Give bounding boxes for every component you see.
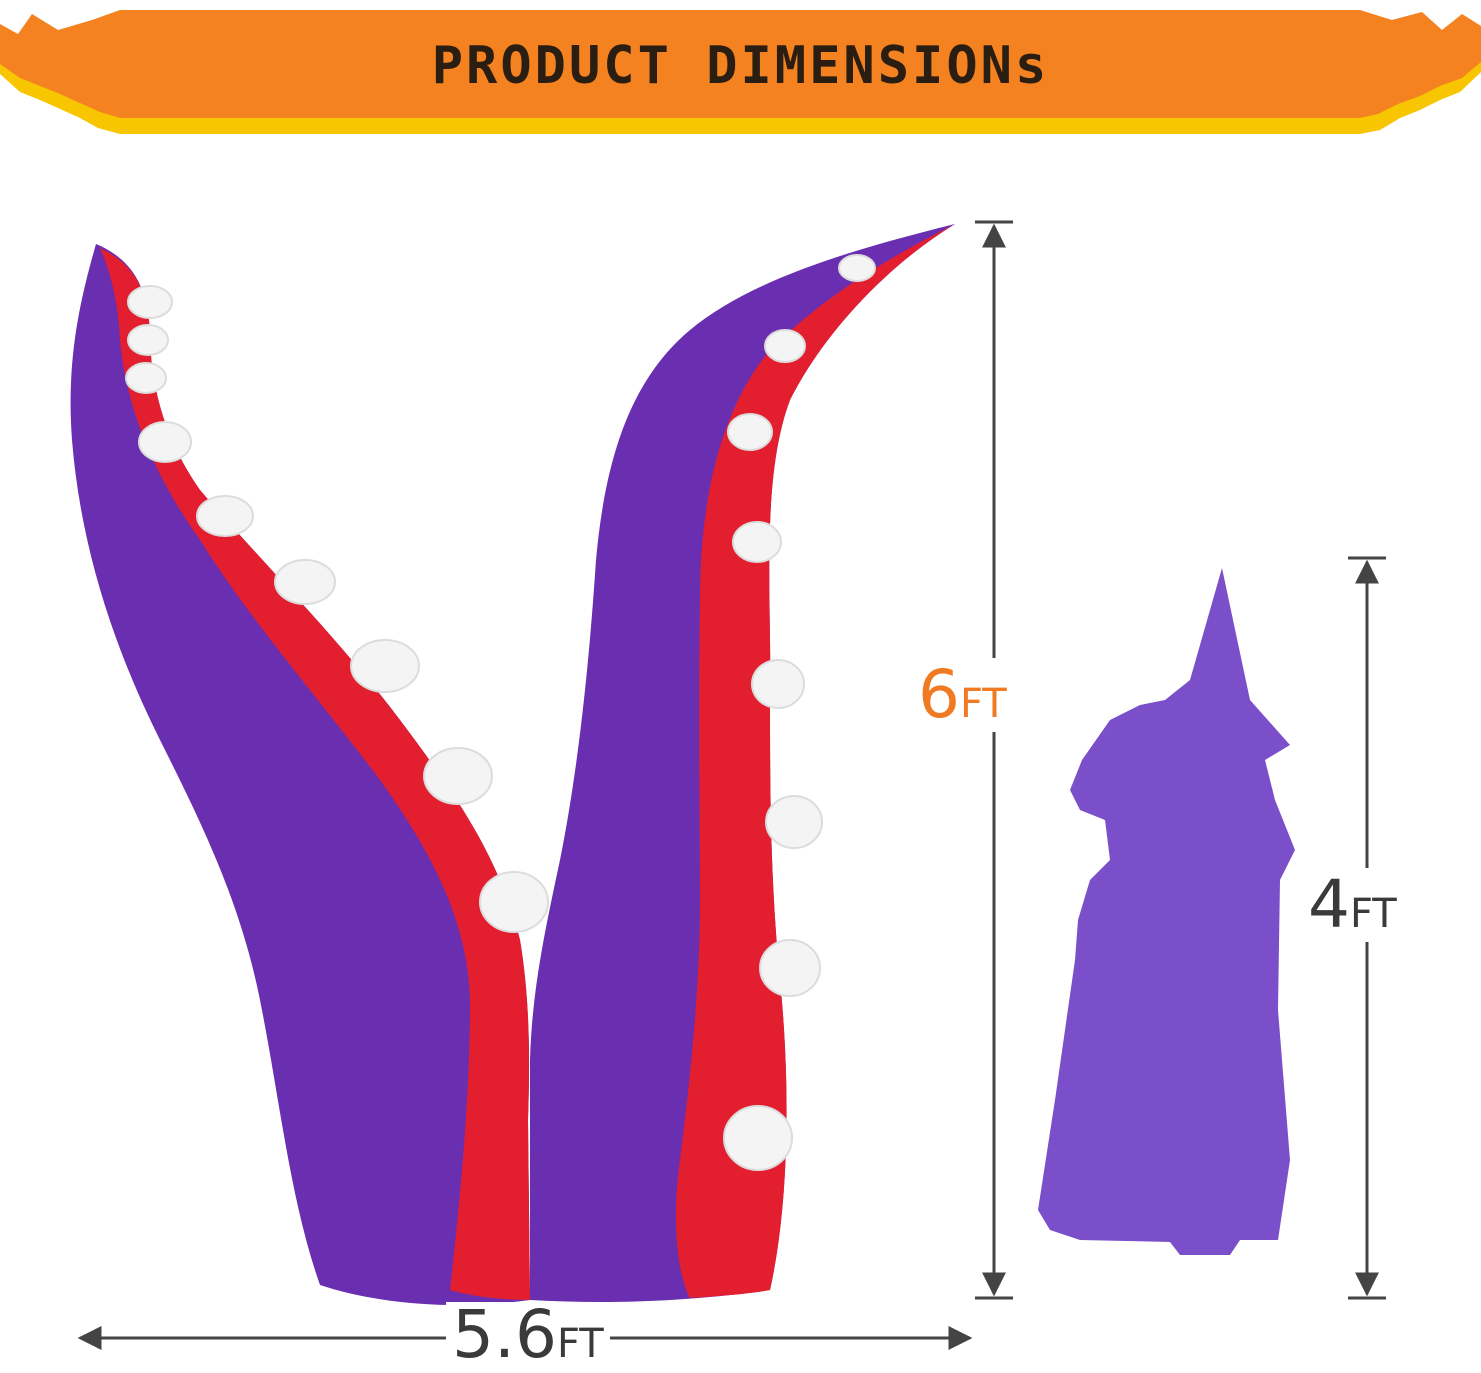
sucker-3	[125, 362, 167, 394]
height-main-unit: FT	[960, 681, 1007, 727]
width-main-unit: FT	[556, 1321, 604, 1367]
header-banner: PRODUCT DIMENSIONs	[0, 0, 1481, 140]
sucker-12	[727, 413, 773, 451]
sucker-5	[196, 495, 254, 537]
sucker-4	[138, 421, 192, 463]
suckers	[125, 254, 876, 1171]
witch-silhouette	[1038, 568, 1295, 1255]
sucker-8	[423, 747, 493, 805]
sucker-2	[127, 324, 169, 356]
sucker-10	[838, 254, 876, 282]
sucker-11	[764, 329, 806, 363]
banner-title: PRODUCT DIMENSIONs	[431, 36, 1050, 96]
right-tentacle-underside	[675, 224, 955, 1298]
sucker-6	[274, 559, 336, 605]
width-main-value: 5.6	[452, 1296, 557, 1373]
height-main-label: 6FT	[918, 658, 1007, 732]
height-reference-unit: FT	[1350, 891, 1397, 937]
width-main-label: 5.6FT	[446, 1302, 610, 1368]
sucker-14	[751, 659, 805, 709]
banner-shape	[0, 10, 1481, 134]
height-main-value: 6	[918, 656, 960, 733]
sucker-17	[723, 1105, 793, 1171]
sucker-16	[759, 939, 821, 997]
witch-body	[1038, 568, 1295, 1255]
sucker-7	[350, 639, 420, 693]
height-reference-label: 4FT	[1308, 868, 1397, 942]
height-reference-value: 4	[1308, 866, 1350, 943]
sucker-9	[479, 871, 549, 933]
sucker-1	[127, 285, 173, 319]
banner-orange-shape	[0, 10, 1481, 118]
right-tentacle	[530, 224, 955, 1302]
sucker-13	[732, 521, 782, 563]
sucker-15	[765, 795, 823, 849]
